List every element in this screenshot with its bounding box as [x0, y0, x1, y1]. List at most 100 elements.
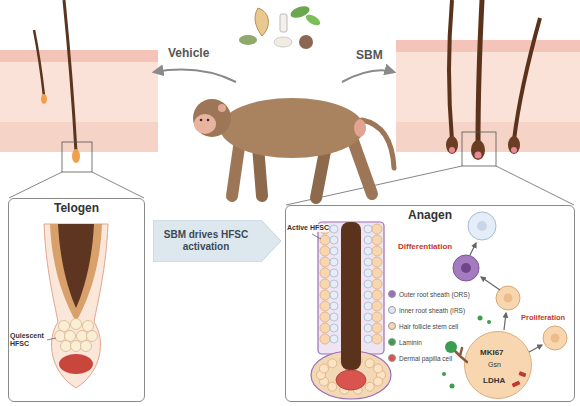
stage-panel: AnagenMKI67GsnLDHA — [285, 205, 575, 402]
follicle-sheath — [44, 224, 108, 388]
irs-cell — [330, 280, 338, 288]
stem-cell — [83, 321, 94, 332]
hair-bulb — [508, 136, 520, 154]
legend-row: Outer root sheath (ORS) — [388, 290, 470, 298]
laminin-dot — [450, 384, 455, 389]
stem-cell — [320, 301, 330, 311]
stem-cell — [71, 319, 82, 330]
epidermis — [0, 50, 158, 62]
arrow-box: SBM drives HFSC activation — [153, 220, 281, 262]
stem-cell — [320, 334, 330, 344]
irs-cell — [330, 302, 338, 310]
process-label: Differentiation — [398, 243, 452, 252]
stem-cell — [77, 331, 88, 342]
laminin-dot — [487, 320, 491, 324]
vial — [280, 14, 287, 32]
stem-cell — [372, 323, 382, 333]
stem-cell — [372, 301, 382, 311]
leader-line — [312, 234, 321, 239]
treatment-label: SBM — [356, 49, 383, 62]
node-heading: Telogen — [9, 201, 144, 215]
irs-cell — [364, 280, 372, 288]
irs-cell — [364, 269, 372, 277]
stem-cell — [320, 257, 330, 267]
legend-swatch — [388, 322, 396, 330]
cell-nucleus — [477, 221, 487, 231]
node-heading: SBM drives HFSC activation — [153, 229, 259, 253]
monkey-head — [193, 99, 231, 137]
stage-panel: Telogen — [8, 198, 145, 402]
irs-cell — [364, 302, 372, 310]
monkey-ear — [218, 104, 226, 112]
hypodermis — [0, 122, 158, 152]
legend-swatch — [388, 290, 396, 298]
monkey-face — [194, 114, 216, 134]
receptor-symbol — [455, 348, 467, 362]
epidermis — [396, 40, 580, 52]
stem-cell — [374, 364, 383, 373]
monkey-tail — [362, 120, 394, 168]
irs-cell — [330, 335, 338, 343]
irs-cell — [330, 269, 338, 277]
cell-nucleus — [504, 294, 513, 303]
stem-cell — [328, 382, 337, 391]
irs-cell — [364, 313, 372, 321]
stem-cell — [87, 331, 98, 342]
fate-arrow — [504, 313, 506, 330]
club-hair-tip — [72, 149, 80, 163]
monkey-body — [220, 98, 364, 158]
cell-nucleus — [551, 334, 560, 343]
metabolic-enzyme — [518, 371, 526, 377]
dermal-papilla — [475, 152, 482, 159]
irs-cell — [364, 335, 372, 343]
irs-cell — [330, 225, 338, 233]
monkey-rump — [354, 119, 366, 137]
irs-cell — [364, 258, 372, 266]
stem-cell — [320, 235, 330, 245]
irs-cell — [330, 313, 338, 321]
club-hair-tip — [41, 94, 47, 104]
irs-cell — [364, 324, 372, 332]
hair-shaft — [58, 224, 94, 308]
stem-cell — [372, 235, 382, 245]
laminin-dot — [442, 372, 446, 376]
legend-text: Laminin — [399, 339, 422, 346]
dermal-papilla — [511, 147, 517, 153]
ginseng-root — [255, 8, 268, 36]
dermal-papilla — [449, 147, 455, 153]
fate-arrow — [529, 345, 542, 352]
dermal-papilla — [336, 370, 366, 390]
treatment-label: Vehicle — [168, 47, 209, 60]
irs-cell — [364, 247, 372, 255]
stem-cell — [55, 331, 66, 342]
stem-cell — [320, 290, 330, 300]
monkey-eye — [200, 119, 203, 122]
irs-cell — [364, 225, 372, 233]
stem-cell — [365, 359, 374, 368]
cell-nucleus — [461, 263, 471, 273]
stem-cell — [71, 341, 82, 352]
hair-shaft — [341, 222, 361, 370]
legend-text: Inner root sheath (IRS) — [399, 307, 465, 314]
stem-cell — [372, 268, 382, 278]
hypodermis — [396, 122, 580, 152]
stem-cell — [372, 290, 382, 300]
hair-bulb — [446, 136, 458, 154]
mushroom — [299, 35, 313, 49]
seaweed — [239, 35, 257, 45]
stem-cell — [320, 268, 330, 278]
ors-cell — [453, 255, 479, 281]
arrow-shape — [153, 220, 281, 262]
dermis — [396, 52, 580, 122]
irs-cell — [330, 324, 338, 332]
dermal-papilla — [59, 354, 93, 374]
legend-text: Outer root sheath (ORS) — [399, 291, 470, 298]
stem-cell — [65, 331, 76, 342]
fate-arrow — [470, 243, 476, 255]
powder-bowl — [274, 37, 292, 47]
hair-bulb — [471, 140, 485, 160]
club-hair — [50, 224, 102, 322]
stem-cell — [372, 279, 382, 289]
